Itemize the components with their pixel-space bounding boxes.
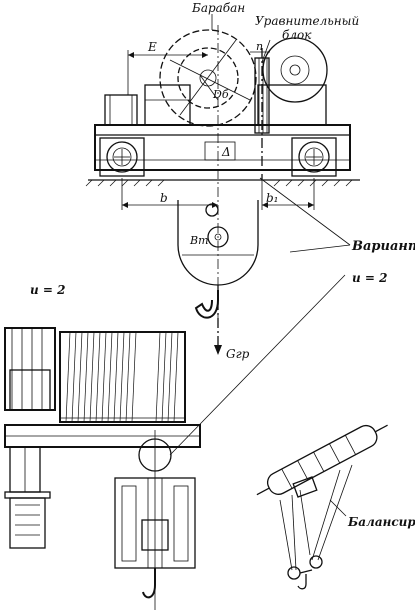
winch-side-view <box>4 327 201 610</box>
equalizer-label-line1: Уравнительный <box>255 14 359 28</box>
left-wheel <box>99 137 145 177</box>
drum-windings <box>65 331 179 423</box>
dim-bt-label: Bт <box>189 234 209 247</box>
equalizer-block <box>254 48 270 180</box>
equalizer-label-line2: блок <box>282 28 312 42</box>
balancer-label: Балансир <box>347 515 415 529</box>
drum <box>159 29 257 127</box>
load-label: Gгр <box>226 347 250 361</box>
variant-label: Вариант <box>351 239 415 254</box>
balancer-sketch <box>256 424 388 590</box>
dim-n-label: n <box>256 40 263 53</box>
delta-label: Δ <box>221 145 231 159</box>
dim-E-label: E <box>147 40 157 54</box>
hook-block <box>177 200 259 355</box>
u-ratio-label-left: u = 2 <box>30 283 65 297</box>
dim-b1-label: b₁ <box>266 191 279 205</box>
trolley-top-view <box>85 14 360 355</box>
u-ratio-label-right: u = 2 <box>352 271 387 285</box>
dim-db-label: Dб <box>212 88 229 101</box>
right-wheel <box>291 137 337 177</box>
drum-label: Барабан <box>191 1 245 15</box>
dim-b-label: b <box>160 191 168 205</box>
